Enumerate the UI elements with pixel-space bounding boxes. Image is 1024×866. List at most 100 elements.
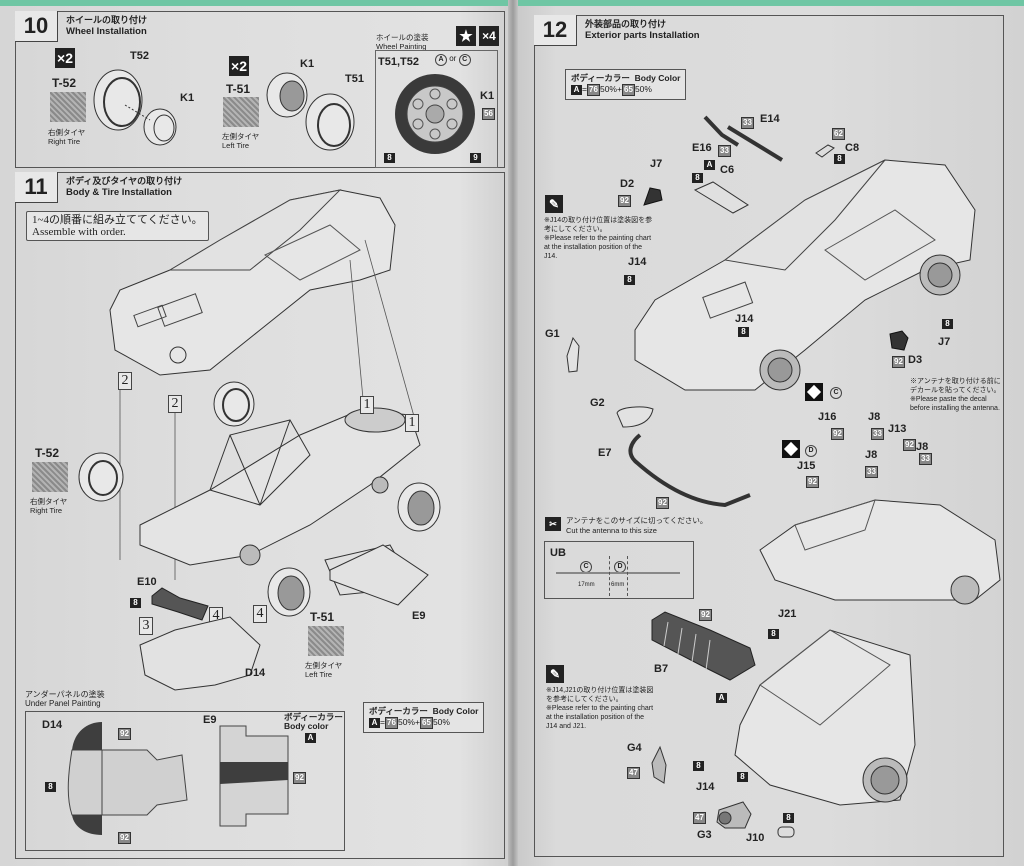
j10-part-drawing [777, 826, 795, 838]
plus-sign: + [414, 717, 420, 727]
plus-sign: + [616, 84, 622, 94]
part-label-d2: D2 [620, 178, 635, 190]
under-panel-title-jp: アンダーパネルの塗装 [25, 690, 105, 699]
part-label-g4: G4 [627, 742, 642, 754]
color-code-a: A [716, 693, 727, 703]
painting-parts-label: T51,T52 [378, 56, 419, 68]
step11-frame [15, 172, 505, 859]
part-label-d14: D14 [245, 667, 266, 679]
tire-tread-pattern [32, 462, 68, 492]
c8-part-drawing [815, 144, 835, 158]
antenna-rod [556, 572, 680, 574]
color-code-tire: 8 [384, 153, 395, 163]
color-code-8: 8 [737, 772, 748, 782]
color-code-8: 8 [693, 761, 704, 771]
car-body-drawing [109, 189, 416, 580]
part-label-g2: G2 [590, 397, 605, 409]
part-label-k1: K1 [300, 58, 315, 70]
step-number: 11 [15, 172, 58, 203]
order-marker-2: 2 [118, 372, 132, 390]
note-j14-j21-en: ※Please refer to the painting chart at t… [546, 705, 654, 730]
part-label-j7: J7 [938, 336, 951, 348]
e9-painting-diagram [219, 725, 289, 827]
under-panel-title-en: Under Panel Painting [25, 699, 101, 708]
part-label-j13: J13 [888, 423, 907, 435]
color-code-65: 65 [621, 84, 635, 96]
step-title-jp: ボディ及びタイヤの取り付け [66, 176, 183, 186]
rear-left-tire [267, 567, 311, 617]
part-label-t51: T51 [345, 73, 364, 85]
color-code-33: 33 [919, 453, 932, 465]
step-title-en: Body & Tire Installation [66, 187, 172, 198]
wheel-painting-en: Wheel Painting [376, 42, 427, 51]
color-code-47: 47 [627, 767, 640, 779]
assembly-order-note: 1~4の順番に組み立ててください。 Assemble with order. [26, 211, 209, 241]
part-label-j8: J8 [865, 449, 878, 461]
color-code-62: 62 [832, 128, 845, 140]
part-label-j7: J7 [650, 158, 663, 170]
part-label-e14: E14 [760, 113, 780, 125]
note-j14-j21-jp: ※J14,J21の取り付け位置は塗装図を参考にしてください。 [546, 687, 654, 703]
c-length: 17mm [578, 582, 595, 588]
order-marker-2: 2 [168, 395, 182, 413]
note-antenna: ※アンテナを取り付ける前にデカールを貼ってください。 ※Please paste… [910, 377, 1005, 413]
step-title-jp: 外装部品の取り付け [585, 19, 667, 29]
left-tire-jp: 左側タイヤ [222, 132, 260, 141]
part-label-j8: J8 [916, 441, 929, 453]
cut-note-en: Cut the antenna to this size [566, 526, 657, 535]
note-antenna-en: ※Please paste the decal before installin… [910, 396, 1000, 412]
part-label-t52: T52 [130, 50, 149, 62]
wiper-parts-drawing [703, 115, 784, 162]
color-code-8: 8 [692, 173, 703, 183]
color-code-rim: 9 [470, 153, 481, 163]
body-color-title-jp: ボディーカラー [571, 73, 630, 83]
antenna-d-label: D [805, 445, 817, 457]
color-code-33: 33 [871, 428, 884, 440]
e7-part-drawing [628, 433, 751, 508]
step10-header: 10 ホイールの取り付け Wheel Installation [15, 11, 147, 42]
body-color-jp: ボディーカラー [284, 712, 343, 722]
color-code-47: 47 [693, 812, 706, 824]
part-label-d14: D14 [42, 719, 63, 731]
cut-icon: ✂ [545, 517, 561, 531]
star-icon: ★ [456, 26, 476, 46]
part-label-k1: K1 [480, 90, 495, 102]
multiplier-badge: ×2 [229, 56, 249, 76]
color-code-8: 8 [45, 782, 56, 792]
g3-part-drawing [716, 801, 752, 829]
step-title-jp: ホイールの取り付け [66, 15, 148, 25]
color-code-33: 33 [865, 466, 878, 478]
c6-part-drawing [693, 181, 749, 214]
front-left-tire [397, 482, 441, 532]
rear-right-tire [78, 452, 124, 502]
cut-note-jp: アンテナをこのサイズに切ってください。 [566, 516, 708, 525]
part-label-j8: J8 [868, 411, 881, 423]
antenna-label-ub: UB [550, 547, 566, 559]
e10-part-drawing [151, 587, 209, 621]
part-label-e16: E16 [692, 142, 712, 154]
part-label-j15: J15 [797, 460, 816, 472]
part-label-c8: C8 [845, 142, 860, 154]
color-code-92: 92 [831, 428, 844, 440]
multiplier-badge: ×4 [479, 26, 499, 46]
tire-code-label: T-51 [226, 82, 251, 96]
left-tire-jp: 左側タイヤ [305, 661, 343, 670]
part-label-j10: J10 [746, 832, 765, 844]
part-label-g3: G3 [697, 829, 712, 841]
step-number: 12 [534, 15, 577, 46]
color-code-8: 8 [942, 319, 953, 329]
car-rear-drawing [734, 629, 916, 806]
note-j14: ※J14の取り付け位置は塗装図を参考にしてください。 ※Please refer… [544, 216, 654, 261]
d14-part-drawing [139, 616, 261, 691]
front-right-tire [213, 381, 255, 427]
color-code-hub: 56 [482, 108, 495, 120]
brush-icon: ✎ [546, 665, 564, 683]
body-color-title-en: Body Color [432, 706, 479, 716]
left-tire-drawing [266, 72, 355, 151]
order-note-en: Assemble with order. [32, 226, 126, 238]
color-code-92: 92 [656, 497, 669, 509]
equals-sign: = [380, 717, 385, 727]
part-label-e9: E9 [412, 610, 426, 622]
step11-header: 11 ボディ及びタイヤの取り付け Body & Tire Installatio… [15, 172, 182, 203]
left-tire-en: Left Tire [222, 141, 250, 150]
